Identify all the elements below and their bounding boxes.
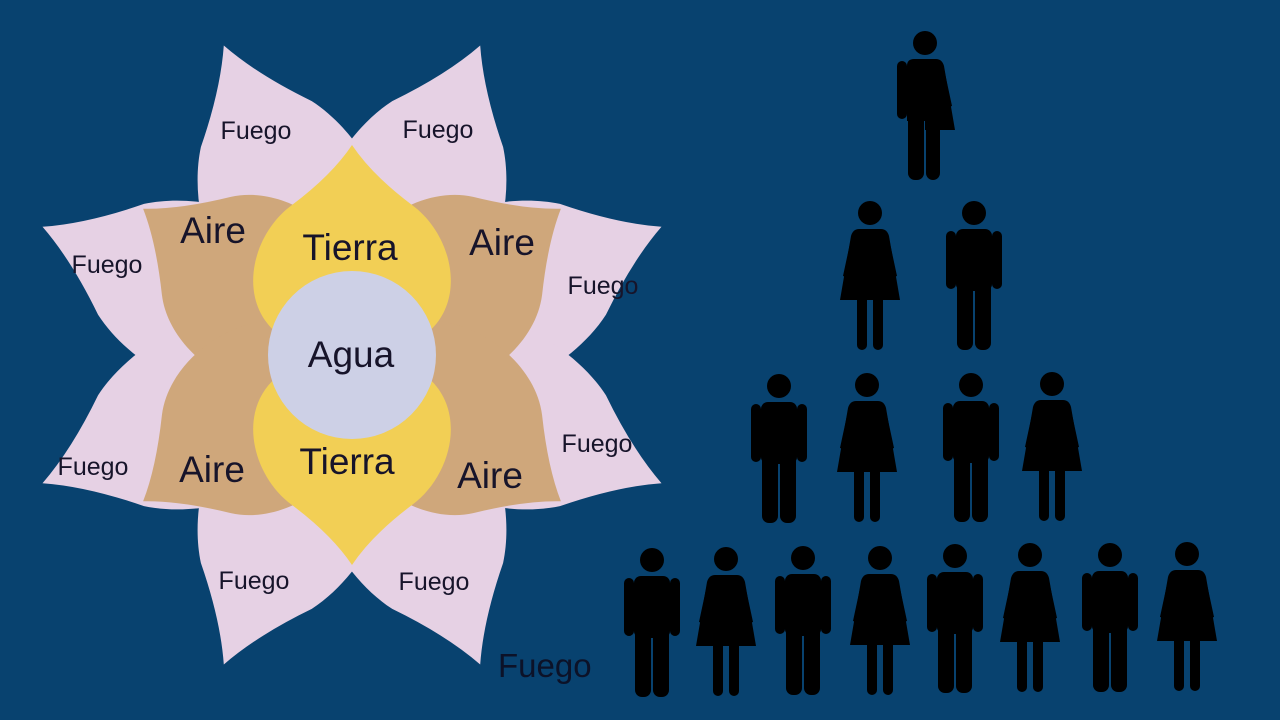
- flower: [7, 10, 697, 700]
- tierra-label: Tierra: [299, 441, 395, 482]
- aire-label: Aire: [179, 449, 245, 490]
- person-female-icon: [1000, 543, 1060, 692]
- fuego-label: Fuego: [403, 116, 474, 144]
- flower-labels: Agua Tierra Tierra Aire Aire Aire Aire F…: [58, 116, 639, 596]
- fuego-label: Fuego: [72, 251, 143, 279]
- fuego-label: Fuego: [399, 568, 470, 596]
- person-male-icon: [775, 546, 831, 695]
- fuego-label: Fuego: [221, 117, 292, 145]
- pyramid-fuego-label: Fuego: [498, 647, 592, 684]
- person-female-icon: [837, 373, 897, 522]
- fuego-label: Fuego: [562, 430, 633, 458]
- person-male-icon: [751, 374, 807, 523]
- fuego-label: Fuego: [219, 567, 290, 595]
- person-female-icon: [696, 547, 756, 696]
- aire-label: Aire: [469, 222, 535, 263]
- agua-label: Agua: [308, 334, 395, 375]
- tierra-label: Tierra: [302, 227, 398, 268]
- person-female-icon: [850, 546, 910, 695]
- person-male-icon: [943, 373, 999, 522]
- person-female-icon: [840, 201, 900, 350]
- fuego-label: Fuego: [58, 453, 129, 481]
- agua-center: [268, 271, 436, 439]
- person-male-icon: [946, 201, 1002, 350]
- person-male-icon: [927, 544, 983, 693]
- aire-label: Aire: [457, 455, 523, 496]
- person-female-icon: [1157, 542, 1217, 691]
- people-pyramid: [624, 31, 1217, 697]
- person-male-icon: [1082, 543, 1138, 692]
- aire-label: Aire: [180, 210, 246, 251]
- person-male-icon: [624, 548, 680, 697]
- person-mixed-figure-icon: [897, 31, 955, 180]
- person-female-icon: [1022, 372, 1082, 521]
- fuego-label: Fuego: [568, 272, 639, 300]
